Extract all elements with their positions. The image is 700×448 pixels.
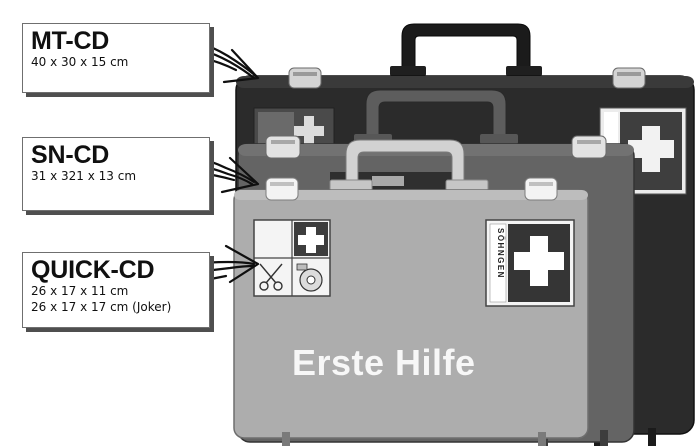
case-quick-pictogram-panel [253, 219, 331, 297]
case-mt-handle [401, 23, 531, 71]
case-sn-latch-right [571, 135, 607, 159]
case-brand-text: SÖHNGEN [496, 228, 505, 279]
case-mt-latch-right [612, 67, 646, 89]
product-dimensions: 26 x 17 x 17 cm (Joker) [31, 300, 172, 314]
first-aid-cross-icon [298, 227, 324, 253]
first-aid-cross-icon [628, 126, 674, 172]
product-name: SN-CD [31, 141, 110, 169]
product-dimensions: 40 x 30 x 15 cm [31, 55, 129, 69]
product-label-quick-cd: QUICK-CD 26 x 17 x 11 cm 26 x 17 x 17 cm… [22, 252, 210, 328]
case-sn-latch-left [265, 135, 301, 159]
case-quick-latch-left [265, 177, 299, 201]
product-label-sn-cd: SN-CD 31 x 321 x 13 cm [22, 137, 210, 211]
case-quick-latch-right [524, 177, 558, 201]
case-mt-latch-left [288, 67, 322, 89]
case-quick-brand-panel: SÖHNGEN [485, 219, 575, 307]
case-quick-cd: SÖHNGEN [233, 139, 589, 446]
product-dimensions: 26 x 17 x 11 cm [31, 284, 129, 298]
product-label-mt-cd: MT-CD 40 x 30 x 15 cm [22, 23, 210, 93]
first-aid-cross-icon [294, 116, 324, 146]
first-aid-cross-icon [514, 236, 564, 286]
bandage-icon [296, 263, 323, 292]
case-title: Erste Hilfe [292, 342, 476, 383]
scissors-icon [259, 263, 283, 291]
product-name: QUICK-CD [31, 256, 155, 284]
product-name: MT-CD [31, 27, 110, 55]
product-dimensions: 31 x 321 x 13 cm [31, 169, 137, 183]
